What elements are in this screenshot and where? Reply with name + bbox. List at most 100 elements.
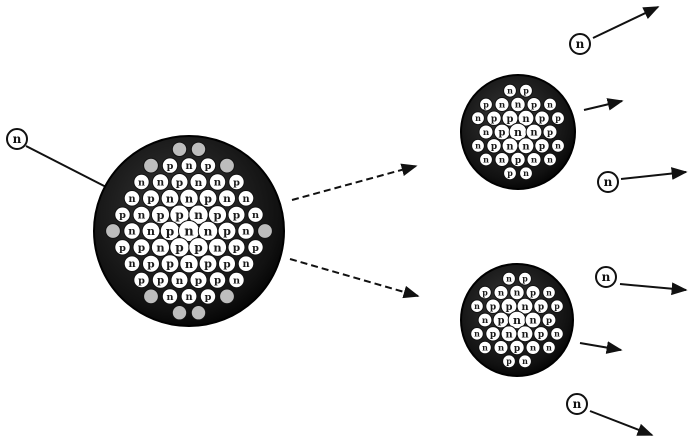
fragment-upper-nucleon-label: p	[539, 115, 545, 125]
target-nucleus-nucleon-label: p	[205, 292, 212, 303]
fragment-upper-nucleon-label: n	[483, 154, 489, 164]
incoming-neutron: n	[7, 129, 112, 190]
fragment-lower-nucleon-label: p	[530, 289, 536, 299]
target-nucleus-nucleon	[172, 142, 186, 156]
released-neutron-3: n	[596, 267, 686, 290]
target-nucleus-nucleon-label: p	[175, 241, 183, 255]
split-arrow-upper	[292, 166, 416, 200]
fragment-upper-nucleon-label: p	[539, 142, 545, 152]
fragment-lower-nucleon-label: p	[522, 275, 528, 284]
fragment-lower-nucleon-label: p	[506, 302, 513, 313]
fragment-upper-nucleon-label: p	[531, 101, 537, 111]
target-nucleus-nucleon-label: n	[185, 292, 192, 303]
target-nucleus-nucleon-label: p	[194, 241, 202, 255]
fragment-lower-nucleon-label: n	[521, 329, 528, 340]
incoming-neutron-label: n	[13, 132, 22, 146]
fragment-lower-nucleon-label: n	[554, 330, 560, 339]
fission-fragment-lower-nucleons: nppnnpnnppnppnpnnpnpnnpnnnpnnpn	[471, 272, 564, 367]
fragment-lower-nucleon-label: p	[506, 357, 512, 366]
target-nucleus-nucleon-label: n	[166, 191, 174, 205]
target-nucleus-nucleon-label: n	[195, 177, 203, 189]
fragment-upper-nucleon-label: n	[499, 101, 506, 111]
target-nucleus-nucleon-label: p	[176, 177, 183, 189]
fragment-lower-nucleon-label: n	[482, 343, 488, 352]
target-nucleus-nucleon-label: p	[138, 276, 145, 287]
target-nucleus-nucleon-label: n	[242, 259, 249, 270]
released-neutron-2-label: n	[604, 175, 613, 189]
fragment-lower-nucleon-label: n	[506, 275, 512, 284]
target-nucleus-nucleon-label: n	[166, 292, 173, 303]
target-nucleus-nucleon-label: n	[204, 224, 213, 238]
target-nucleus-nucleon-label: p	[204, 191, 212, 205]
target-nucleus-nucleon-label: n	[233, 276, 240, 287]
target-nucleus-nucleon-label: n	[185, 161, 192, 172]
fragment-upper-nucleon-label: p	[491, 115, 497, 125]
target-nucleus-nucleon-label: p	[252, 243, 259, 254]
fragment-lower-nucleon-label: p	[546, 316, 552, 326]
fragment-upper-nucleon-label: p	[483, 99, 489, 109]
split-arrow-lower	[290, 259, 418, 296]
fragment-upper-nucleon-label: p	[547, 128, 553, 138]
fragment-upper-nucleon-label: n	[522, 141, 529, 152]
fragment-lower-nucleon-label: p	[554, 302, 560, 311]
target-nucleus-nucleon-label: p	[157, 275, 164, 287]
fragment-upper-nucleon-label: n	[475, 141, 481, 151]
fragment-upper-nucleon-label: n	[514, 126, 522, 139]
target-nucleus-nucleon-label: p	[233, 178, 240, 189]
fragment-lower-nucleon-label: n	[546, 288, 552, 297]
fragment-upper-nucleon-label: n	[530, 128, 537, 139]
fragment-upper-nucleon-label: p	[507, 168, 513, 178]
target-nucleus-nucleon	[191, 142, 205, 156]
target-nucleus-nucleon-label: n	[184, 225, 194, 240]
target-nucleus-nucleon-label: n	[128, 194, 135, 205]
fragment-upper-nucleon-label: n	[522, 114, 529, 125]
released-neutron-1-arrow	[593, 7, 658, 38]
fission-fragment-upper: nppnnpnnppnppnpnnpnpnnpnnnpnnpn	[461, 75, 575, 189]
fragment-lower-nucleon-label: p	[482, 288, 488, 297]
target-nucleus-nucleon-label: n	[223, 193, 231, 205]
fragment-upper-nucleon-label: n	[475, 113, 481, 123]
fragment-lower-nucleon-label: n	[546, 343, 552, 352]
fragment-lower-arrow	[580, 343, 621, 350]
target-nucleus-nucleon-label: p	[214, 275, 221, 287]
fragment-lower-nucleon-label: p	[490, 330, 496, 340]
released-neutron-3-label: n	[602, 270, 611, 284]
target-nucleus-nucleon-label: n	[176, 275, 184, 287]
fragment-lower-nucleon-label: p	[538, 303, 544, 313]
target-nucleus-nucleon-label: n	[194, 208, 203, 222]
released-neutron-4-arrow	[590, 411, 652, 435]
target-nucleus: pnpnnpnnpnpnnpnnpnppnppnnnpnnpnppnppnppn…	[94, 136, 284, 326]
fragment-upper-arrow	[584, 101, 622, 110]
target-nucleus-nucleon-label: p	[195, 275, 202, 287]
target-nucleus-nucleon-label: n	[185, 257, 194, 271]
target-nucleus-nucleon	[220, 289, 235, 304]
target-nucleus-nucleon-label: p	[223, 259, 230, 271]
target-nucleus-nucleon-label: p	[166, 257, 174, 271]
fragment-upper-nucleon-label: n	[531, 156, 538, 166]
target-nucleus-nucleon	[191, 306, 205, 320]
fragment-lower-nucleon-label: n	[505, 329, 512, 340]
fragment-upper-nucleon-label: n	[547, 99, 553, 109]
fragment-upper-nucleon-label: p	[507, 114, 514, 125]
fragment-lower-nucleon-label: n	[474, 302, 480, 311]
target-nucleus-nucleon-label: p	[167, 161, 174, 172]
target-nucleus-nucleon-label: n	[213, 241, 222, 255]
fragment-lower-nucleon-label: n	[474, 330, 480, 339]
incoming-neutron-track	[26, 146, 112, 190]
target-nucleus-nucleon-label: n	[128, 259, 135, 270]
target-nucleus-nucleon-label: n	[147, 224, 155, 238]
fragment-lower-nucleon-label: n	[513, 314, 521, 327]
target-nucleus-nucleon-label: p	[147, 193, 154, 205]
fragment-upper-nucleon-label: p	[491, 142, 497, 152]
fragment-lower-nucleon-label: n	[498, 289, 505, 299]
target-nucleus-nucleon-label: p	[204, 257, 212, 271]
fragment-lower-nucleon-label: p	[490, 303, 496, 313]
released-neutron-4: n	[567, 394, 652, 435]
target-nucleus-nucleon-label: n	[185, 191, 194, 205]
target-nucleus-nucleon-label: n	[128, 226, 136, 238]
fragment-upper-nucleon-label: n	[523, 168, 529, 178]
fragment-upper-nucleon-label: p	[499, 128, 506, 139]
fragment-lower-nucleon-label: n	[530, 344, 537, 354]
